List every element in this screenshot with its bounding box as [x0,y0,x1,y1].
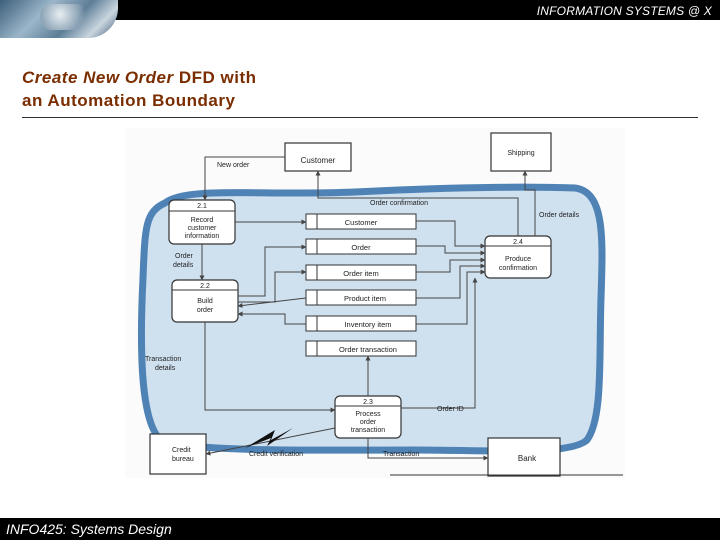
label-order-id: Order ID [437,406,464,413]
process-2-2-id: 2.2 [200,283,210,290]
flow-transaction-details [204,322,336,413]
flow-new-order [202,156,285,201]
slide-title: Create New Order DFD with an Automation … [22,66,257,112]
process-2-4-label-1: Produce [505,256,531,263]
store-order-item: Order item [305,264,417,281]
header-bar [0,0,720,20]
flow-inventory-22 [237,311,306,325]
data-stores: Customer Order Order item Product item I… [305,213,417,357]
entity-credit-label-2: bureau [172,456,194,463]
flow-order-confirmation [315,170,519,236]
flow-22-order-store [238,244,307,297]
flow-order-id [401,277,478,409]
lightning-bolt-icon [245,428,293,448]
store-order: Order [305,238,417,255]
title-line-2: an Automation Boundary [22,91,236,110]
flow-22-orderitem-store [238,269,307,303]
title-rest: DFD with [173,68,257,87]
process-2-1-id: 2.1 [197,203,207,210]
entity-customer: Customer [284,142,352,172]
store-order-label: Order [351,243,371,252]
store-customer: Customer [305,213,417,230]
footer-course-label: INFO425: Systems Design [6,521,172,537]
flow-productitem-24 [416,263,486,299]
process-2-2-label-2: order [197,307,214,314]
store-product-item: Product item [305,289,417,306]
label-order-details-left-1: Order [175,253,194,260]
process-2-1-label-1: Record [191,217,214,224]
label-transaction-details-2: details [155,365,176,372]
flow-orderitem-24 [416,257,486,273]
process-2-3-id: 2.3 [363,399,373,406]
course-header: INFORMATION SYSTEMS @ X [536,4,712,18]
process-2-1-label-3: information [185,233,220,240]
title-divider [22,117,698,118]
store-customer-label: Customer [345,218,378,227]
flow-order-24 [416,245,486,256]
entity-credit-label-1: Credit [172,447,191,454]
entity-shipping: Shipping [490,132,552,172]
dfd-diagram: Customer Shipping Credit bureau Bank Cus… [125,128,625,478]
process-2-3-label-1: Process [355,411,381,418]
process-2-4-label-2: confirmation [499,265,537,272]
process-2-2: 2.2 Build order [171,279,239,323]
label-order-details-right: Order details [539,212,580,219]
entity-shipping-label: Shipping [507,150,534,157]
entity-bank: Bank [487,437,561,477]
process-2-3-label-2: order [360,419,377,426]
label-new-order: New order [217,162,250,169]
flow-customer-24 [416,220,486,249]
entity-customer-label: Customer [301,156,336,165]
entity-bank-label: Bank [518,454,537,463]
process-2-1-label-2: customer [188,225,217,232]
title-emphasis: Create New Order [22,68,174,87]
label-order-details-left-2: details [173,262,194,269]
entity-credit-bureau: Credit bureau [149,433,207,475]
store-order-transaction: Order transaction [305,340,417,357]
label-transaction-details-1: Transaction [145,356,181,363]
data-flows [199,156,536,461]
footer-bar [0,518,720,540]
process-2-4-id: 2.4 [513,239,523,246]
store-order-item-label: Order item [343,269,378,278]
flow-transaction-bank [367,438,489,461]
store-product-item-label: Product item [344,294,386,303]
flow-inventory-24 [416,269,486,325]
flow-productitem-22 [237,297,307,308]
store-inventory-item-label: Inventory item [344,320,391,329]
label-transaction: Transaction [383,451,419,458]
process-2-1: 2.1 Record customer information [168,199,236,245]
flow-labels: New order Order confirmation Order detai… [145,162,580,458]
process-2-3-label-3: transaction [351,427,385,434]
store-order-transaction-label: Order transaction [339,345,397,354]
label-order-confirmation: Order confirmation [370,200,428,207]
label-credit-verification: Credit verification [249,451,303,458]
flow-confirmation-shipping [522,170,536,236]
store-inventory-item: Inventory item [305,315,417,332]
process-2-2-label-1: Build [197,298,213,305]
process-2-3: 2.3 Process order transaction [334,395,402,439]
header-photo [0,0,118,38]
process-2-4: 2.4 Produce confirmation [484,235,552,279]
